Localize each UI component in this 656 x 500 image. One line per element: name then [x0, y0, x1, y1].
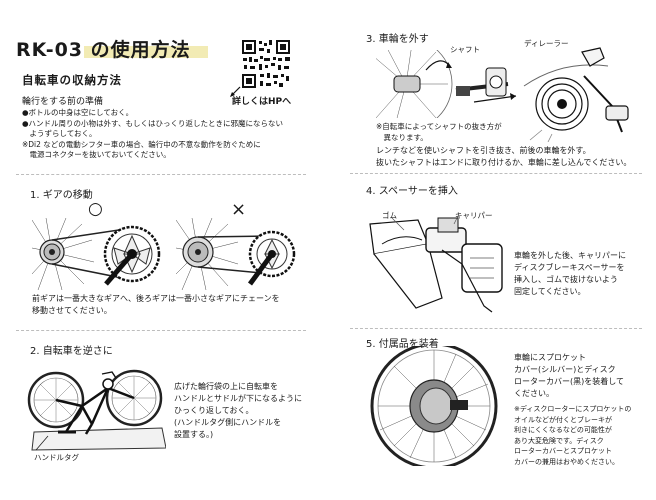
derailleur-label: ディレーラー — [524, 39, 569, 48]
ok-mark: ○ — [88, 199, 103, 219]
step1-text: 前ギアは一番大きなギアへ、後ろギアは一番小さなギアにチェーンを 移動させてくださ… — [32, 294, 280, 315]
spacer-caliper-illustration — [369, 215, 503, 313]
handle-tag-label: ハンドルタグ — [34, 453, 79, 462]
caliper-label: キャリパー — [455, 211, 493, 220]
step1-title: 1. ギアの移動 — [30, 190, 93, 201]
prep-line: ●ボトルの中身は空にしておく。 — [22, 108, 134, 117]
shaft-label: シャフト — [450, 45, 480, 54]
step4-title: 4. スペーサーを挿入 — [366, 186, 458, 197]
prep-line: 電源コネクターを抜いておいてください。 — [22, 150, 171, 159]
prep-line: ようずらしておく。 — [22, 129, 97, 138]
qr-caption[interactable]: 詳しくはHPへ — [232, 97, 292, 107]
prep-list: ●ボトルの中身は空にしておく。 ●ハンドル周りの小物は外す、もしくはひっくり返し… — [22, 108, 283, 161]
step5-title: 5. 付属品を装着 — [366, 339, 439, 350]
bike-upside-down-illustration — [27, 369, 166, 451]
prep-line: ※Di2 などの電動シフター車の場合、輪行中の不意な動作を防ぐために — [22, 139, 261, 149]
title-highlight — [84, 46, 208, 58]
qr-code-image[interactable] — [240, 38, 292, 90]
divider — [16, 174, 306, 175]
pointer-arrow-icon — [230, 86, 241, 97]
step5-note: ※ディスクローターにスプロケットの オイルなどが付くとブレーキが 利きにくくなる… — [514, 405, 632, 466]
prep-heading: 輪行をする前の準備 — [22, 97, 104, 107]
divider — [350, 173, 642, 174]
step2-text: 広げた輪行袋の上に自転車を ハンドルとサドルが下になるように ひっくり返しておく… — [174, 382, 302, 439]
step5-text: 車輪にスプロケット カバー(シルバー)とディスク ローターカバー(黒)を装着して… — [514, 353, 625, 398]
gear-correct-illustration — [32, 218, 161, 290]
storage-heading: 自転車の収納方法 — [22, 73, 122, 87]
step3-text: レンチなどを使いシャフトを引き抜き、前後の車輪を外す。 抜いたシャフトはエンドに… — [376, 146, 632, 167]
rubber-label: ゴム — [382, 211, 397, 220]
step3-note: ※自転車によってシャフトの抜き方が 異なります。 — [376, 122, 502, 142]
ng-mark: × — [231, 199, 247, 220]
page-title: RK-03 の使用方法 — [16, 39, 191, 61]
step2-title: 2. 自転車を逆さに — [30, 346, 113, 357]
step3-title: 3. 車輪を外す — [366, 34, 429, 45]
divider — [350, 328, 642, 329]
gear-incorrect-illustration — [176, 218, 296, 290]
step4-text: 車輪を外した後、キャリパーに ディスクブレーキスペーサーを 挿入し、ゴムで抜けな… — [514, 251, 626, 296]
wheel-shaft-illustration — [376, 50, 517, 118]
derailleur-illustration — [523, 47, 629, 142]
divider — [16, 330, 306, 331]
prep-line: ●ハンドル周りの小物は外す、もしくはひっくり返したときに邪魔にならない — [22, 118, 283, 128]
hub-cover-illustration — [370, 346, 498, 466]
